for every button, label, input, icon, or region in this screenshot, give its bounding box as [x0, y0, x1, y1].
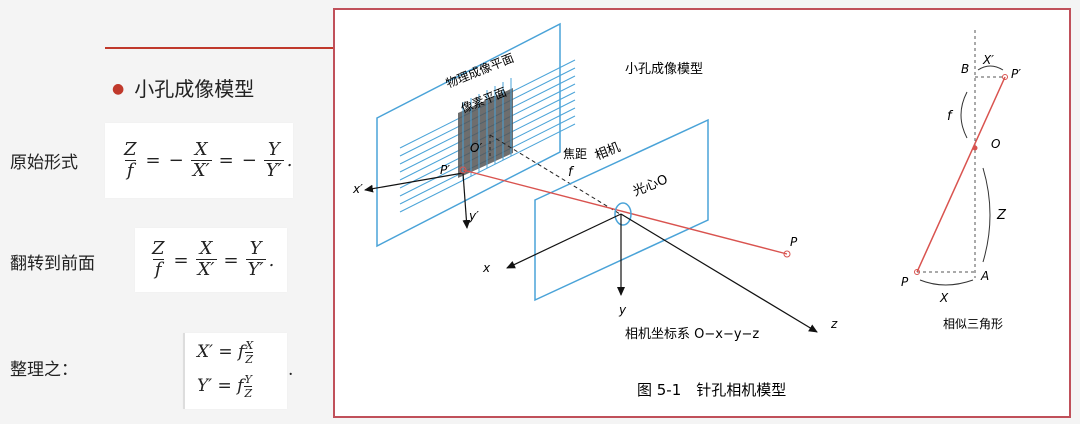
p-label: P — [790, 235, 798, 249]
formula-lhs: Y′ — [197, 376, 213, 396]
minus-sign: − — [168, 150, 184, 171]
frac-den: Z — [244, 386, 253, 400]
equals-sign: = — [145, 150, 161, 171]
equals-sign: = — [218, 342, 233, 362]
frac-num: Z — [124, 138, 137, 160]
frac-den: Z — [245, 352, 254, 366]
physical-plane — [376, 22, 561, 248]
bullet-title: 小孔成像模型 — [134, 77, 255, 101]
p-point — [783, 250, 791, 258]
x-label: x — [482, 261, 491, 275]
x-axis — [506, 213, 622, 269]
frac-num: Y — [267, 138, 280, 160]
tri-o-label: O — [991, 137, 1000, 151]
period: . — [288, 360, 294, 380]
formula-f: f — [238, 342, 245, 362]
similar-triangles-label: 相似三角形 — [943, 317, 1003, 331]
triangle-ray — [916, 76, 1006, 273]
brace-x-icon — [919, 279, 974, 286]
frac-den: Y′ — [245, 259, 266, 281]
frac-num: Y — [244, 373, 252, 386]
frac-den: f — [152, 259, 164, 281]
bullet-dot-icon: ● — [112, 81, 125, 97]
brace-f-icon — [960, 91, 968, 139]
coord-system-label: 相机坐标系 O−x−y−z — [625, 327, 759, 342]
figure-caption: 图 5-1 针孔相机模型 — [637, 381, 786, 399]
z-label: z — [830, 317, 838, 331]
physical-plane-label: 物理成像平面 — [444, 51, 516, 91]
tri-f-label: f — [947, 109, 954, 124]
similar-triangles: B X′ P′ f O Z P A X 相似三角形 — [901, 30, 1021, 331]
y-prime-label: y′ — [468, 209, 479, 223]
frac-num: Z — [152, 238, 165, 260]
p-prime-point — [459, 166, 467, 174]
equals-sign: = — [218, 150, 234, 171]
frac-den: X′ — [190, 159, 212, 181]
x-prime-axis — [364, 172, 464, 193]
tri-b-label: B — [961, 62, 969, 76]
minus-sign: − — [241, 150, 257, 171]
frac-den: X′ — [195, 259, 217, 281]
bullet-item: ● 小孔成像模型 — [112, 73, 254, 102]
x-prime-label: x′ — [352, 182, 363, 196]
frac-den: Y′ — [263, 159, 284, 181]
frac-num: Y — [249, 238, 262, 260]
model-title: 小孔成像模型 — [625, 62, 703, 77]
equals-sign: = — [217, 376, 232, 396]
tri-p-label: P — [901, 275, 909, 289]
brace-z-icon — [982, 167, 991, 263]
period: . — [268, 249, 275, 271]
camera-plane — [534, 118, 709, 302]
tri-p-prime-point — [1002, 74, 1008, 80]
tri-x-label: X — [939, 291, 949, 305]
title-divider — [105, 47, 335, 49]
z-axis — [620, 213, 818, 333]
tri-p-point — [914, 269, 920, 275]
frac-num: X — [245, 339, 254, 352]
focal-label: 焦距 — [563, 147, 587, 161]
formula-f: f — [237, 376, 244, 396]
principal-axis-dashed — [489, 134, 621, 215]
frac-num: X — [199, 238, 213, 260]
o-prime-label: O′ — [470, 141, 482, 155]
period: . — [286, 150, 293, 171]
frac-den: f — [124, 159, 136, 181]
tri-pp-label: P′ — [1011, 67, 1021, 81]
camera-label: 相机 — [593, 140, 623, 164]
tri-xp-label: X′ — [982, 53, 994, 67]
figure-panel: 物理成像平面 像素平面 小孔成像模型 O′ P′ x′ y′ 焦距 f 相机 光… — [333, 8, 1071, 418]
row-label-flipped: 翻转到前面 — [10, 254, 95, 274]
pinhole-diagram: 物理成像平面 像素平面 小孔成像模型 O′ P′ x′ y′ 焦距 f 相机 光… — [352, 22, 1021, 399]
y-label: y — [618, 303, 627, 317]
projection-ray — [462, 169, 788, 255]
pixel-plane-patch — [458, 88, 513, 178]
tri-o-point — [972, 145, 978, 151]
tri-a-label: A — [980, 269, 989, 283]
formula-lhs: X′ — [197, 342, 213, 362]
row-label-arranged: 整理之： — [10, 360, 78, 380]
tri-z-label: Z — [996, 208, 1007, 223]
equals-sign: = — [173, 249, 189, 271]
y-prime-axis — [462, 172, 471, 229]
optical-center-icon — [614, 202, 632, 226]
brace-xp-icon — [977, 65, 1004, 71]
frac-num: X — [194, 138, 208, 160]
equals-sign: = — [223, 249, 239, 271]
row-label-original: 原始形式 — [10, 153, 78, 173]
p-prime-label: P′ — [440, 163, 450, 177]
optical-center-label: 光心O — [631, 172, 670, 199]
focal-f-label: f — [568, 165, 575, 180]
